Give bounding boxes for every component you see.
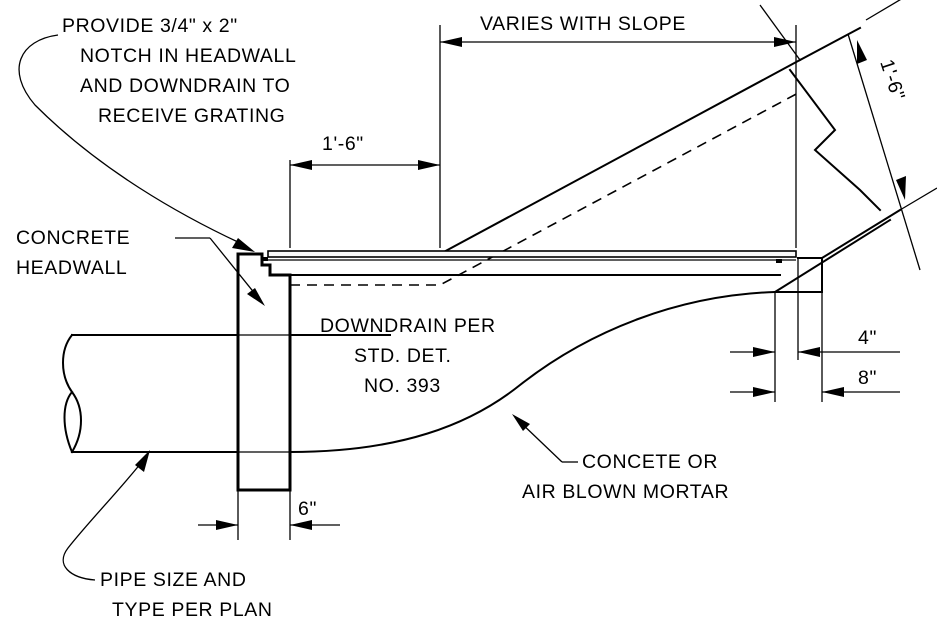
notch-note-line3: AND DOWNDRAIN TO (80, 75, 290, 97)
cutoff-step-label: 4" (858, 327, 877, 349)
dimension-varies-with-slope (439, 4, 801, 248)
downdrain-note-line2: STD. DET. (354, 345, 452, 367)
dimension-grating-overlap (289, 160, 440, 248)
dimension-wall-thickness (198, 490, 340, 540)
pipe (62, 333, 239, 454)
downdrain-note-line1: DOWNDRAIN PER (320, 315, 496, 337)
wall-thickness-label: 6" (298, 498, 317, 520)
headwall-note-line2: HEADWALL (16, 257, 127, 279)
leader-mortar (512, 414, 578, 463)
pipe-note-line1: PIPE SIZE AND (100, 569, 247, 591)
leader-headwall (175, 237, 265, 306)
concrete-headwall (236, 252, 292, 492)
notch-note-line2: NOTCH IN HEADWALL (80, 45, 296, 67)
dimension-cutoff (730, 258, 900, 402)
notch-note-line1: PROVIDE 3/4" x 2" (62, 15, 238, 37)
mortar-note-line2: AIR BLOWN MORTAR (522, 481, 729, 503)
headwall-note-line1: CONCRETE (16, 227, 130, 249)
cutoff-width-label: 8" (858, 367, 877, 389)
grating (262, 250, 797, 263)
downdrain-body (288, 26, 902, 454)
notch-note-line4: RECEIVE GRATING (98, 105, 285, 127)
mortar-note-line1: CONCETE OR (582, 451, 718, 473)
leader-notch-note (18, 34, 255, 252)
dimension-slope-width (847, 0, 937, 271)
pipe-note-line2: TYPE PER PLAN (112, 599, 273, 621)
downdrain-note-line3: NO. 393 (364, 375, 441, 397)
grating-overlap-label: 1'-6" (322, 133, 364, 155)
varies-with-slope-label: VARIES WITH SLOPE (480, 13, 686, 35)
leader-pipe (62, 450, 150, 581)
slope-width-label: 1'-6" (875, 57, 909, 104)
